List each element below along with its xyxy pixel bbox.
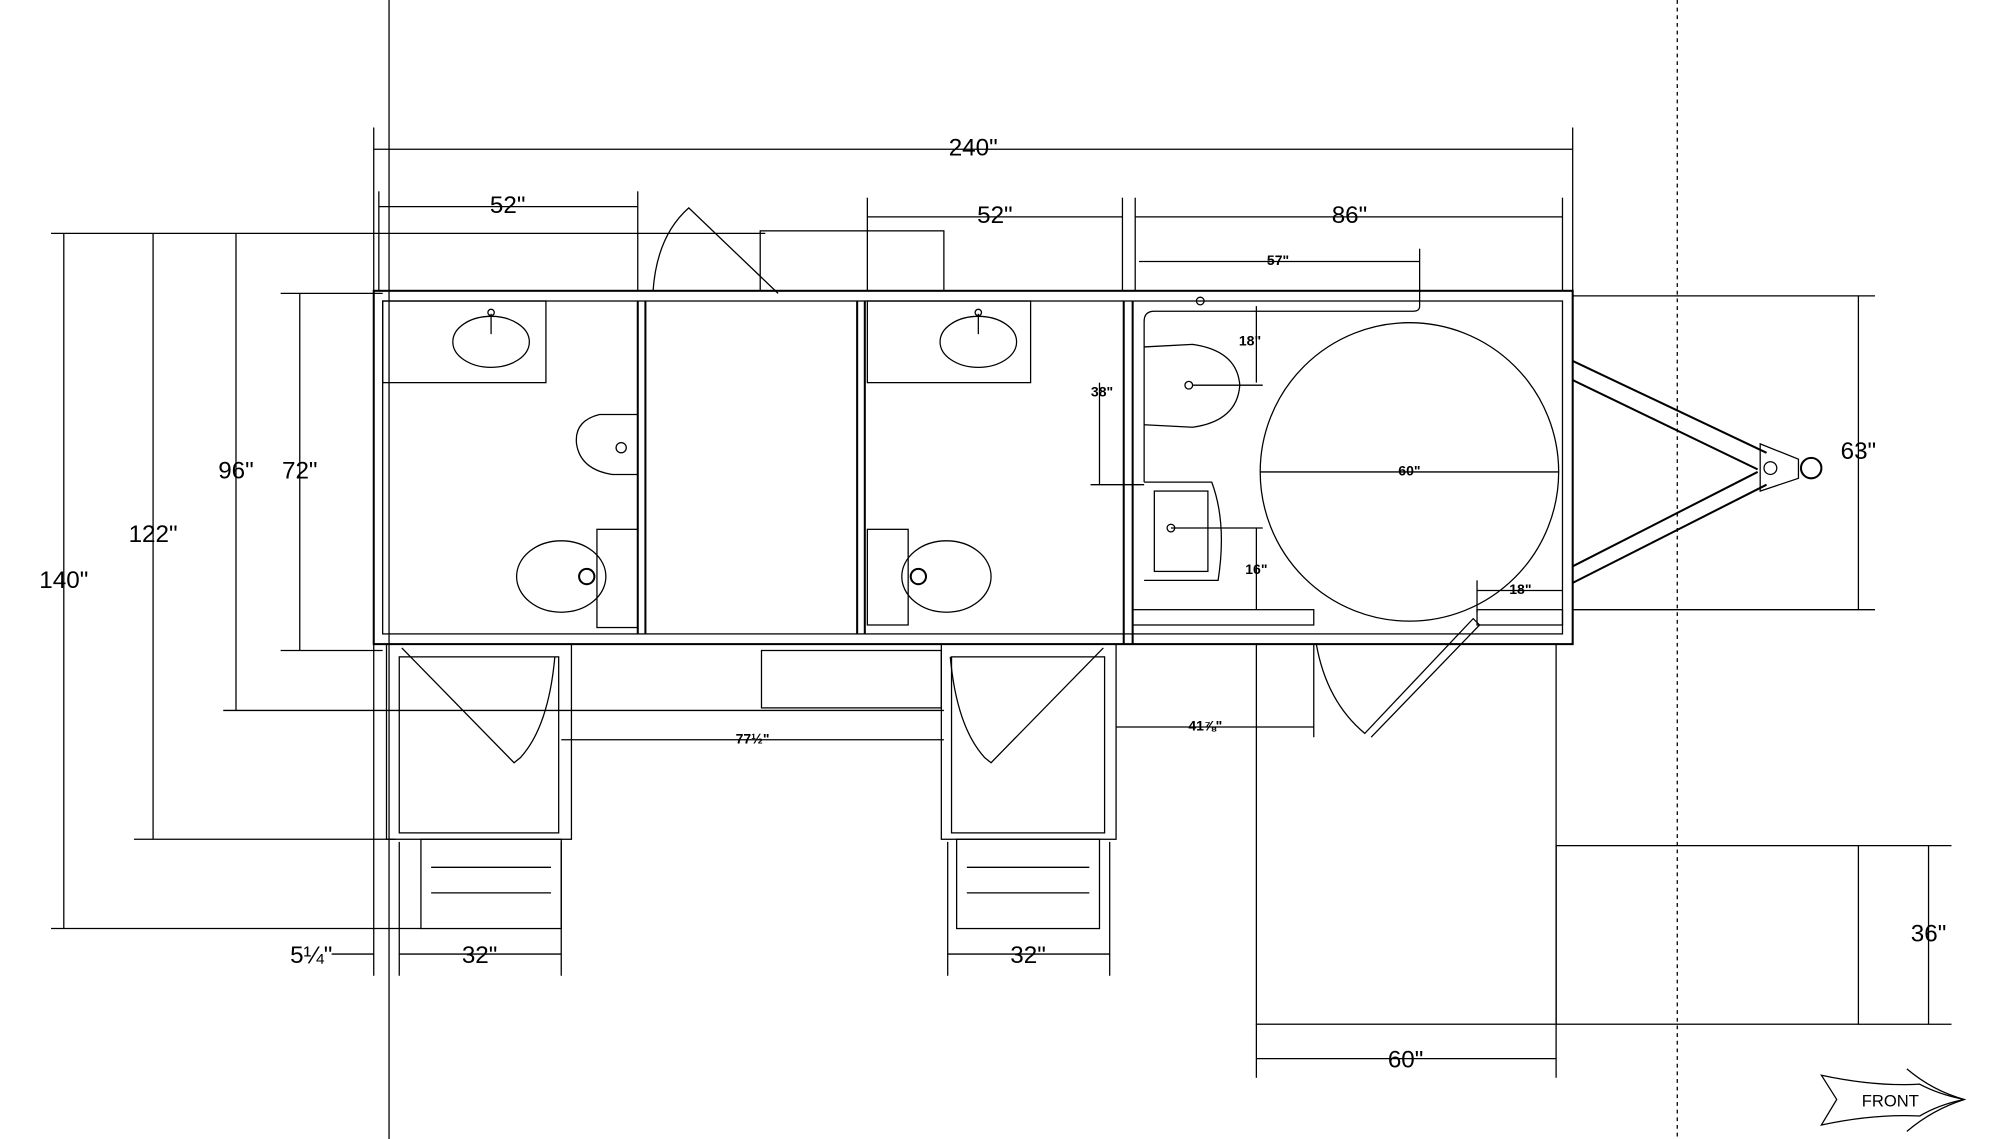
dim-122: 122" bbox=[129, 521, 178, 548]
dim-240: 240" bbox=[949, 135, 998, 162]
vanity bbox=[382, 300, 547, 384]
dim-36: 36" bbox=[1911, 920, 1947, 947]
dimension-labels: 240" 52" 52" 86" 57" 18" 38" 60" 16" 18"… bbox=[39, 135, 1946, 1074]
door-swing bbox=[652, 207, 779, 294]
dim-86: 86" bbox=[1332, 202, 1368, 229]
dim-16: 16" bbox=[1245, 561, 1267, 577]
dim-32-b: 32" bbox=[1010, 942, 1046, 969]
dim-72: 72" bbox=[282, 457, 318, 484]
dim-18-toilet: 18" bbox=[1239, 333, 1261, 349]
toilet-icon bbox=[901, 540, 992, 613]
urinal-icon bbox=[575, 413, 638, 476]
vanity bbox=[866, 300, 1032, 384]
front-label: FRONT bbox=[1862, 1091, 1919, 1110]
ada-room bbox=[1143, 296, 1560, 622]
dimension-lines bbox=[51, 127, 1952, 1078]
step-unit-1 bbox=[385, 643, 573, 930]
dim-60-circle: 60" bbox=[1398, 463, 1420, 479]
ada-door-swing bbox=[1315, 617, 1481, 738]
dim-96: 96" bbox=[218, 457, 254, 484]
dim-18-door: 18" bbox=[1509, 581, 1531, 597]
dim-57: 57" bbox=[1267, 252, 1289, 268]
dim-52-b: 52" bbox=[977, 202, 1013, 229]
dim-60-landing: 60" bbox=[1388, 1047, 1424, 1074]
trailer-body bbox=[372, 289, 1574, 646]
dim-5-1-4: 5¼" bbox=[290, 942, 332, 969]
grab-bar bbox=[1143, 301, 1421, 483]
dim-63: 63" bbox=[1841, 438, 1877, 465]
dim-41-7-8: 41⅞" bbox=[1188, 718, 1222, 734]
toilet-icon bbox=[515, 540, 607, 613]
ramp-landing bbox=[1255, 643, 1860, 1025]
hitch-coupler bbox=[1799, 456, 1823, 480]
sink-icon bbox=[1144, 481, 1223, 581]
trailer-tongue bbox=[1572, 360, 1823, 584]
restroom-2 bbox=[866, 300, 1032, 626]
dim-32-a: 32" bbox=[462, 942, 498, 969]
dim-52-a: 52" bbox=[490, 192, 526, 219]
dim-77-1-2: 77½" bbox=[736, 730, 770, 746]
dim-140: 140" bbox=[39, 567, 88, 594]
dim-38: 38" bbox=[1091, 384, 1113, 400]
step-unit-2 bbox=[760, 643, 1117, 930]
front-arrow-icon: FRONT bbox=[1820, 1068, 1967, 1132]
restroom-1 bbox=[382, 300, 639, 629]
